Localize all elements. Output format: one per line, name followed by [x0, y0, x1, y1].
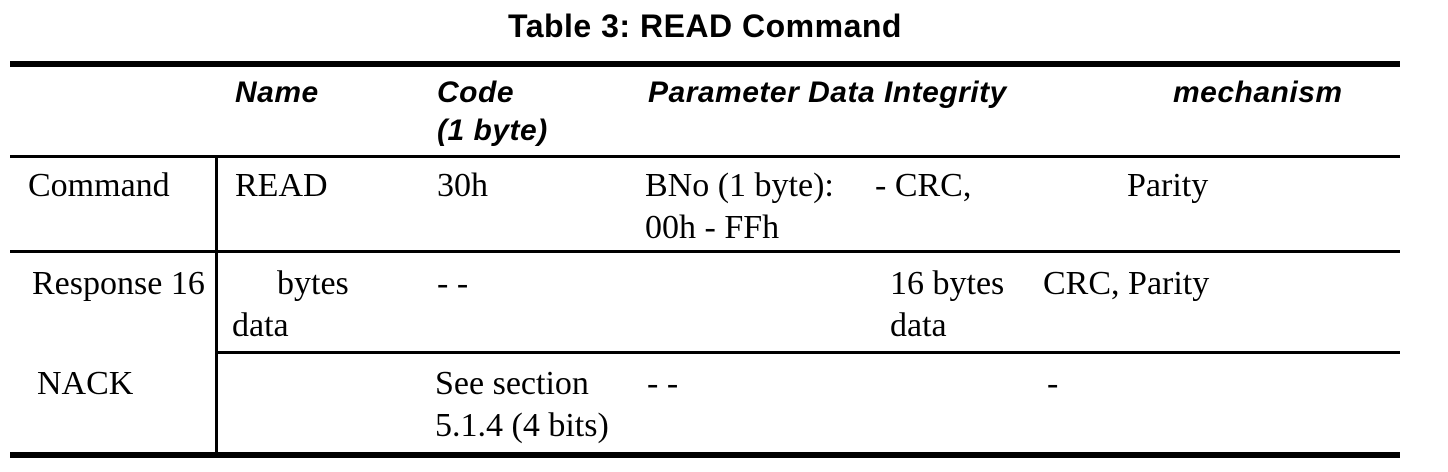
table-caption: Table 3: READ Command: [508, 8, 902, 44]
response-code-cell: - -: [437, 265, 469, 302]
table-top-rule: [10, 61, 1400, 67]
command-mechanism-cell: Parity: [1127, 167, 1209, 204]
header-divider-rule: [10, 155, 1400, 158]
column-header-parameter-data-integrity: Parameter Data Integrity: [648, 76, 1007, 109]
response-integrity-cell: 16 bytes data: [890, 265, 1005, 344]
column-header-name: Name: [235, 76, 319, 109]
column-header-mechanism: mechanism: [1173, 76, 1343, 109]
response-name-cell-line1: bytes: [277, 265, 349, 302]
response-name-cell-line2: data: [232, 307, 289, 344]
column-header-code: Code (1 byte): [437, 76, 548, 147]
nack-code-cell: See section 5.1.4 (4 bits): [435, 365, 609, 444]
nack-mechanism-cell: -: [1047, 365, 1059, 402]
command-parameter-cell: BNo (1 byte): 00h - FFh: [645, 167, 834, 246]
command-integrity-cell: - CRC,: [875, 167, 972, 204]
command-code-cell: 30h: [437, 167, 488, 204]
response-mechanism-cell: CRC, Parity: [1043, 265, 1210, 302]
column-divider-line: [215, 155, 218, 458]
row-divider-rule-1: [10, 250, 1400, 253]
table-bottom-rule: [10, 452, 1400, 458]
row-label-response: Response 16: [32, 265, 205, 302]
row-divider-rule-2: [216, 351, 1400, 354]
command-name-cell: READ: [235, 167, 328, 204]
row-label-nack: NACK: [37, 365, 134, 402]
row-label-command: Command: [28, 167, 170, 204]
nack-parameter-cell: - -: [647, 365, 679, 402]
